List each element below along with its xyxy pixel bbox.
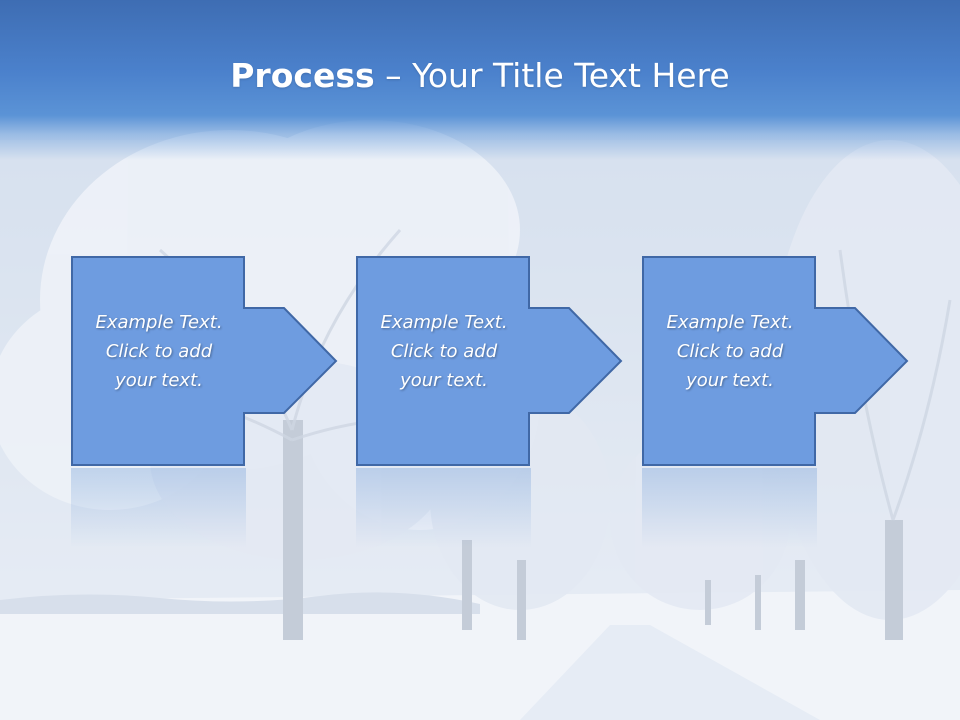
step-text-line-1: Example Text. bbox=[380, 312, 508, 333]
step-reflection bbox=[356, 468, 531, 548]
step-text-line-2: Click to add bbox=[105, 341, 213, 362]
step-arrow-box-shape bbox=[71, 256, 338, 466]
title-rest-text: – Your Title Text Here bbox=[374, 56, 730, 95]
step-text-line-2: Click to add bbox=[676, 341, 784, 362]
step-reflection bbox=[71, 468, 246, 548]
title-band bbox=[0, 0, 960, 160]
step-text-line-3: your text. bbox=[686, 370, 774, 391]
step-text-line-3: your text. bbox=[115, 370, 203, 391]
slide-title[interactable]: Process – Your Title Text Here bbox=[0, 52, 960, 100]
step-text[interactable]: Example Text. Click to add your text. bbox=[644, 308, 816, 395]
process-step-3[interactable]: Example Text. Click to add your text. bbox=[642, 256, 912, 548]
step-text-line-3: your text. bbox=[400, 370, 488, 391]
step-text-line-2: Click to add bbox=[390, 341, 498, 362]
step-text-line-1: Example Text. bbox=[95, 312, 223, 333]
step-reflection bbox=[642, 468, 817, 548]
process-step-2[interactable]: Example Text. Click to add your text. bbox=[356, 256, 626, 548]
step-arrow-box-shape bbox=[642, 256, 909, 466]
title-bold-text: Process bbox=[230, 56, 375, 95]
step-text[interactable]: Example Text. Click to add your text. bbox=[73, 308, 245, 395]
step-arrow-box-shape bbox=[356, 256, 623, 466]
process-step-1[interactable]: Example Text. Click to add your text. bbox=[71, 256, 341, 548]
step-text[interactable]: Example Text. Click to add your text. bbox=[358, 308, 530, 395]
step-text-line-1: Example Text. bbox=[666, 312, 794, 333]
